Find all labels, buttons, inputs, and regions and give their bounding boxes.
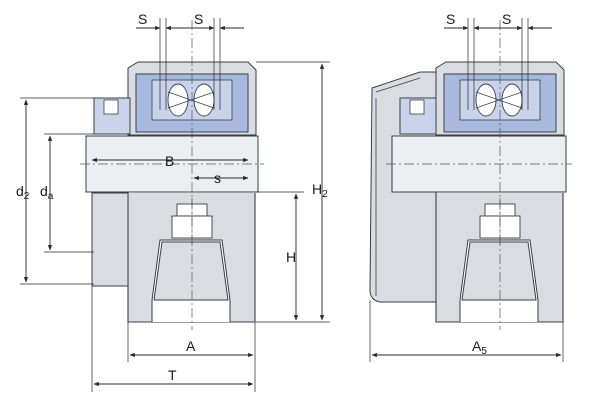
right-s-label-1: S xyxy=(446,11,455,27)
left-roller-a xyxy=(167,83,189,117)
right-roller-b xyxy=(501,83,523,117)
left-collar xyxy=(93,97,131,135)
left-housing-side xyxy=(91,192,129,287)
left-roller-b xyxy=(193,83,215,117)
left-roller-lines xyxy=(167,91,215,109)
left-da-label: da xyxy=(40,183,54,202)
left-collar-screw xyxy=(103,99,119,115)
right-collar-screw xyxy=(409,99,425,115)
right-end-cover-rim xyxy=(375,77,421,296)
left-b-label: B xyxy=(165,153,174,169)
right-roller-lines xyxy=(475,91,523,109)
right-view: S S A5 xyxy=(369,11,572,362)
left-h-label: H xyxy=(286,249,296,265)
left-h2-label: H2 xyxy=(312,181,328,200)
right-housing-pad xyxy=(461,241,537,301)
right-roller-a xyxy=(475,83,497,117)
left-s-label-1: S xyxy=(138,11,147,27)
left-housing-pad xyxy=(153,241,229,301)
left-view: S S B s d2 da H2 H A T xyxy=(16,11,330,392)
right-s-label-2: S xyxy=(502,11,511,27)
left-a-label: A xyxy=(186,338,196,354)
left-d2-label: d2 xyxy=(16,183,30,202)
left-s-label-2: S xyxy=(194,11,203,27)
right-a5-label: A5 xyxy=(472,338,487,357)
left-t-label: T xyxy=(168,367,177,383)
left-s-small-label: s xyxy=(214,170,221,186)
